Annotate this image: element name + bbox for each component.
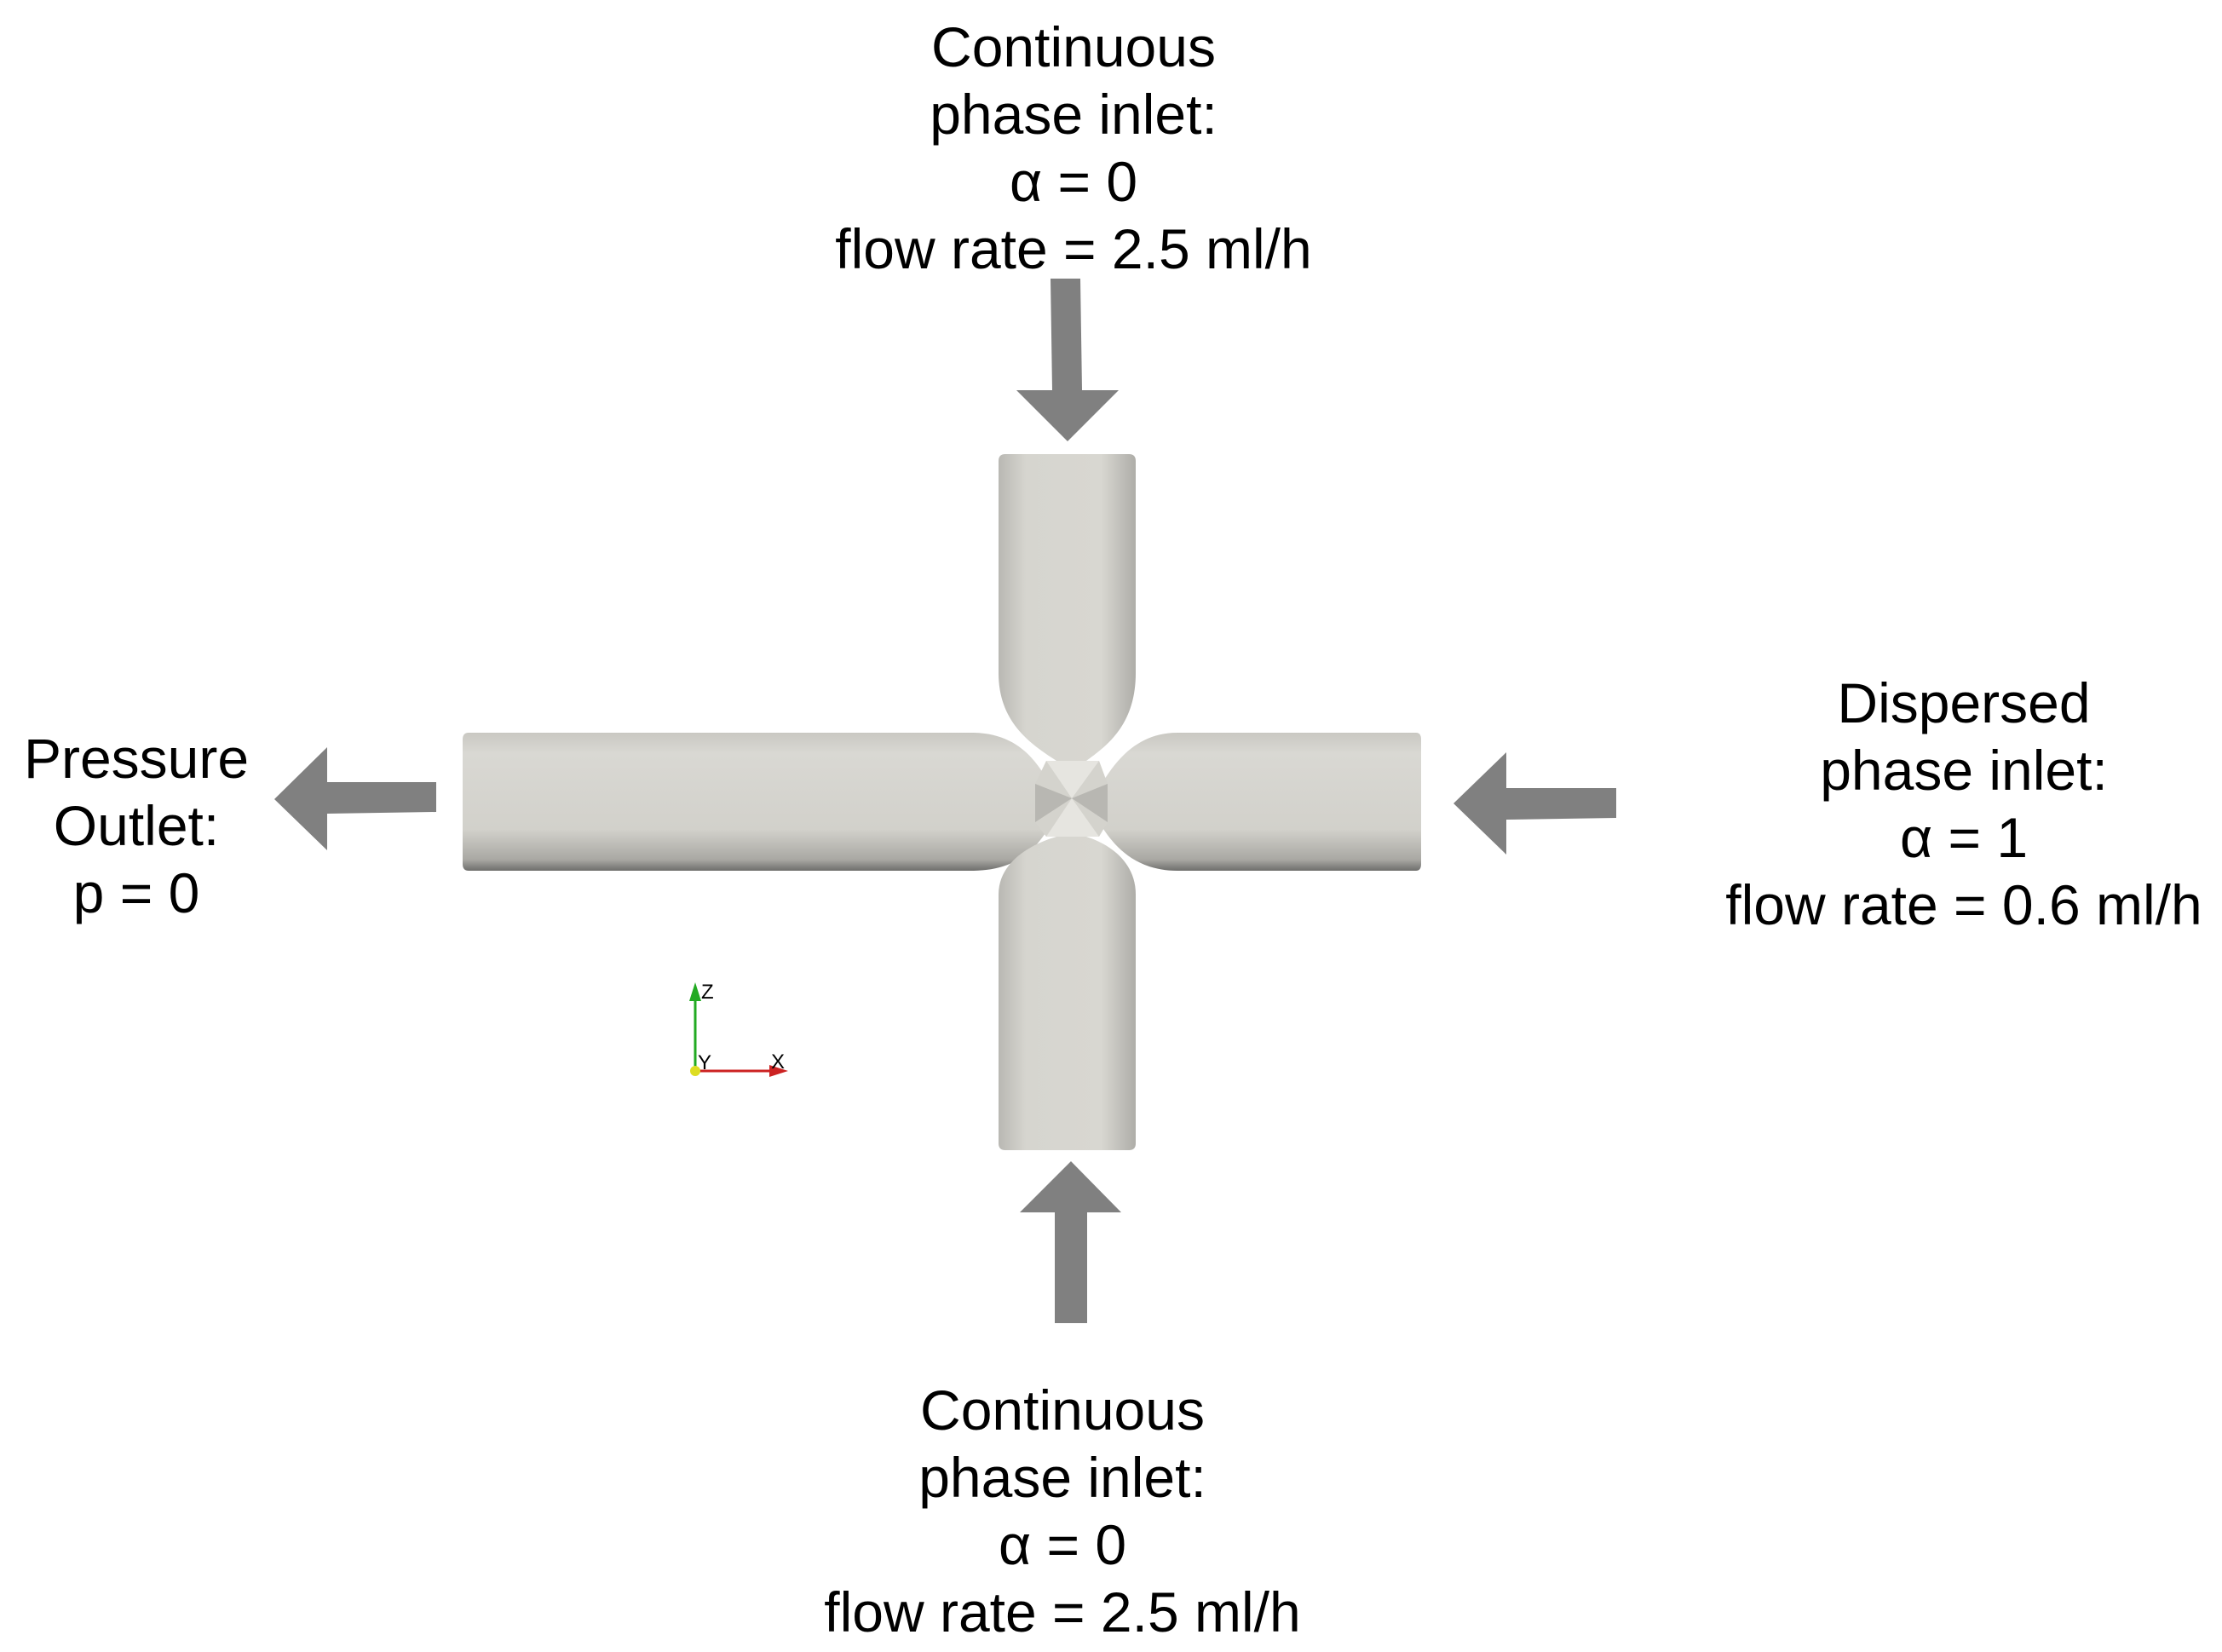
bottom-channel	[999, 837, 1136, 1150]
top-inlet-line2: phase inlet:	[930, 83, 1217, 146]
y-axis-label: Y	[698, 1051, 711, 1074]
left-outlet-label: Pressure Outlet: p = 0	[0, 725, 273, 927]
right-inlet-line2: phase inlet:	[1820, 739, 2108, 802]
right-inlet-label: Dispersed phase inlet: α = 1 flow rate =…	[1615, 670, 2222, 939]
z-axis-label: Z	[701, 981, 714, 1004]
right-inlet-line4: flow rate = 0.6 ml/h	[1725, 873, 2202, 936]
flow-arrows	[274, 279, 1616, 1323]
junction-shading-side	[1035, 784, 1108, 822]
right-inlet-line1: Dispersed	[1837, 671, 2091, 734]
bottom-inlet-line4: flow rate = 2.5 ml/h	[824, 1580, 1301, 1643]
arrow-left-left	[274, 747, 436, 850]
top-inlet-line1: Continuous	[931, 15, 1216, 78]
left-outlet-line3: p = 0	[72, 861, 200, 924]
top-inlet-line3: α = 0	[1009, 150, 1138, 213]
left-channel	[463, 733, 1052, 871]
left-outlet-line2: Outlet:	[53, 794, 220, 857]
bottom-inlet-line1: Continuous	[920, 1379, 1205, 1442]
top-inlet-line4: flow rate = 2.5 ml/h	[835, 217, 1312, 280]
top-channel	[999, 454, 1136, 761]
left-outlet-line1: Pressure	[23, 727, 250, 790]
x-axis-arrowhead	[769, 1065, 788, 1077]
bottom-inlet-line2: phase inlet:	[918, 1446, 1206, 1509]
x-axis-label: X	[771, 1050, 785, 1074]
y-axis-origin	[690, 1066, 700, 1076]
bottom-inlet-line3: α = 0	[998, 1513, 1127, 1576]
bottom-inlet-label: Continuous phase inlet: α = 0 flow rate …	[722, 1377, 1403, 1646]
top-inlet-label: Continuous phase inlet: α = 0 flow rate …	[733, 14, 1414, 283]
axes-triad: Z Y X	[689, 981, 788, 1077]
arrow-right-left	[1454, 752, 1616, 855]
channel-geometry	[463, 454, 1421, 1150]
z-axis-arrowhead	[689, 982, 701, 1001]
right-channel	[1099, 733, 1421, 871]
arrow-top-down	[1016, 279, 1119, 441]
arrow-bottom-up	[1020, 1161, 1121, 1323]
right-inlet-line3: α = 1	[1899, 806, 2029, 869]
junction-shading	[1046, 761, 1099, 837]
junction-center	[1035, 761, 1108, 837]
